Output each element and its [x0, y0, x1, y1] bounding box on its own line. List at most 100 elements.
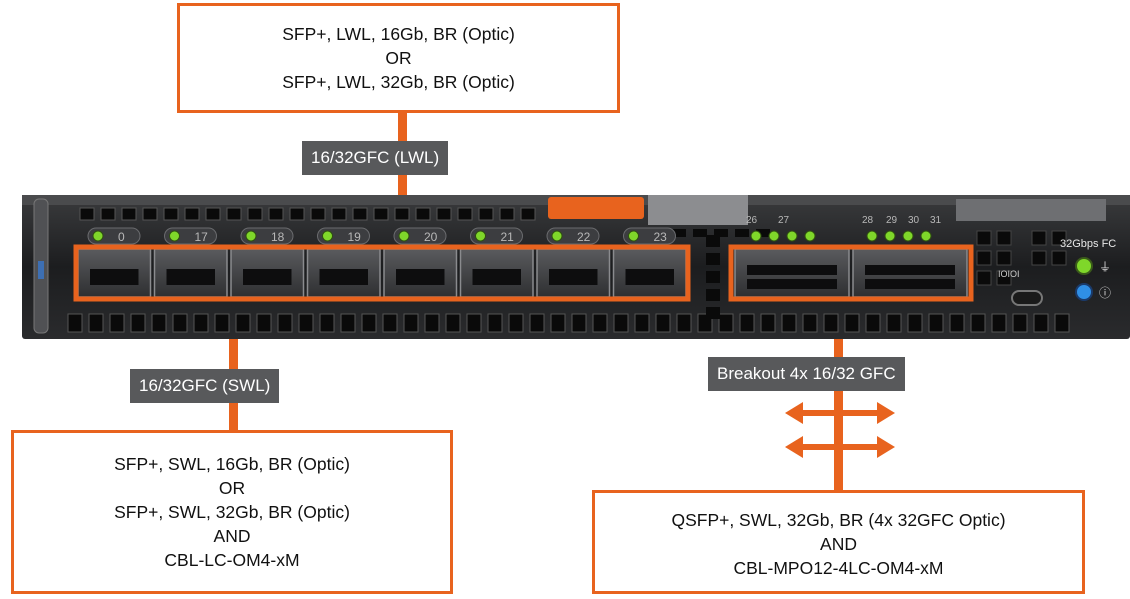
vent-slot: [1051, 250, 1067, 266]
power-icon: ⏚: [1099, 260, 1111, 274]
vent-slot: [508, 313, 524, 333]
vent-slot: [970, 313, 986, 333]
sfp-cage-opening: [243, 269, 292, 285]
port-led: [628, 230, 639, 242]
vent-slot: [706, 289, 720, 301]
qsfp-port-number: 26: [746, 215, 758, 226]
vent-slot: [205, 207, 221, 221]
vent-slot: [996, 230, 1012, 246]
port-number: 21: [501, 230, 515, 244]
port-led: [245, 230, 257, 242]
vent-slot: [571, 313, 587, 333]
vent-slot: [142, 207, 158, 221]
vent-slot: [1054, 313, 1070, 333]
vent-slot: [193, 313, 209, 333]
lwl-label: 16/32GFC (LWL): [302, 141, 449, 175]
vent-slot: [277, 313, 293, 333]
vent-slot: [756, 229, 770, 237]
status-led-blue: [1075, 283, 1093, 301]
vent-slot: [802, 313, 818, 333]
vent-slot: [226, 207, 242, 221]
bottom-vents: [67, 313, 1070, 333]
sfp-cage-opening: [90, 269, 139, 285]
port-led: [475, 230, 486, 242]
vent-slot: [319, 313, 335, 333]
vent-slot: [235, 313, 251, 333]
vent-slot: [976, 250, 992, 266]
vent-slot: [672, 229, 686, 237]
sfp-highlight-frame: [73, 244, 691, 302]
vent-slot: [487, 313, 503, 333]
qsfp-cage-slot: [865, 265, 955, 275]
vent-slot: [655, 313, 671, 333]
qsfp-led: [786, 230, 798, 242]
vent-slot: [121, 207, 137, 221]
vent-slot: [214, 313, 230, 333]
top-box-line-2: OR: [385, 48, 412, 68]
port-led: [398, 230, 410, 242]
vent-slot: [592, 313, 608, 333]
left-box-line-5: CBL-LC-OM4-xM: [164, 550, 300, 570]
vent-slot: [996, 270, 1012, 286]
connector-right: [834, 296, 843, 494]
vent-slot: [1051, 230, 1067, 246]
vent-slot: [529, 313, 545, 333]
vent-slot: [1033, 313, 1049, 333]
serial-port-label: IOIOI: [998, 269, 1020, 279]
vent-slot: [268, 207, 284, 221]
orange-pull-tab: [548, 197, 644, 219]
vent-slot: [424, 313, 440, 333]
vent-slot: [886, 313, 902, 333]
vent-slot: [823, 313, 839, 333]
vent-slot: [714, 229, 728, 237]
breakout-label: Breakout 4x 16/32 GFC: [708, 357, 905, 391]
qsfp-cage-slot: [747, 279, 837, 289]
qsfp-port-number: 27: [778, 215, 790, 226]
vent-slot: [991, 313, 1007, 333]
qsfp-cage-slot: [865, 279, 955, 289]
port-led: [169, 230, 180, 242]
status-led-green: [1075, 257, 1093, 275]
usb-port: [1011, 290, 1043, 306]
vent-slot: [949, 313, 965, 333]
vent-slot: [499, 207, 515, 221]
vent-slot: [394, 207, 410, 221]
qsfp-led: [804, 230, 816, 242]
qsfp-led: [866, 230, 878, 242]
right-box-line-3: CBL-MPO12-4LC-OM4-xM: [733, 558, 944, 578]
port-led: [551, 230, 563, 242]
port-number: 20: [424, 230, 438, 244]
port-number: 0: [118, 230, 125, 244]
vent-slot: [331, 207, 347, 221]
vent-slot: [310, 207, 326, 221]
vent-slot: [340, 313, 356, 333]
vent-slot: [676, 313, 692, 333]
port-number: 23: [654, 230, 668, 244]
vent-slot: [996, 250, 1012, 266]
vent-slot: [520, 207, 536, 221]
vent-slot: [457, 207, 473, 221]
vent-slot: [718, 313, 734, 333]
vent-slot: [907, 313, 923, 333]
vent-slot: [67, 313, 83, 333]
vent-slot: [706, 235, 720, 247]
swl-label: 16/32GFC (SWL): [130, 369, 280, 403]
left-box-line-3: SFP+, SWL, 32Gb, BR (Optic): [114, 502, 350, 522]
handle-blue-tab: [38, 261, 44, 279]
vent-slot: [976, 270, 992, 286]
vent-slot: [706, 253, 720, 265]
vent-slot: [184, 207, 200, 221]
vent-slot: [844, 313, 860, 333]
breakout-arrows: [785, 402, 895, 458]
vent-slot: [436, 207, 452, 221]
vent-slot: [352, 207, 368, 221]
vent-slot: [478, 207, 494, 221]
left-box-line-4: AND: [213, 526, 251, 546]
vent-slot: [613, 313, 629, 333]
top-box-line-3: SFP+, LWL, 32Gb, BR (Optic): [282, 72, 515, 92]
qsfp-led: [902, 230, 914, 242]
vent-slot: [163, 207, 179, 221]
vent-slot: [928, 313, 944, 333]
left-box-line-1: SFP+, SWL, 16Gb, BR (Optic): [114, 454, 350, 474]
